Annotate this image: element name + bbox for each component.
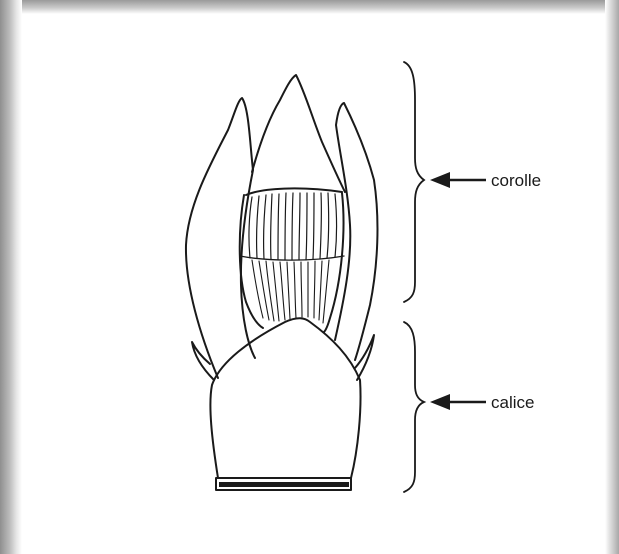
frame-shadow-left — [0, 0, 22, 554]
center-petal — [252, 75, 345, 192]
left-petal — [186, 98, 255, 378]
calyx-label: calice — [491, 393, 534, 412]
corolla-arrow — [430, 172, 486, 188]
diagram-canvas: corolle calice — [22, 14, 605, 554]
corolla-label: corolle — [491, 171, 541, 190]
corolla-upper-pleats — [249, 193, 337, 260]
calyx-bracket — [404, 322, 424, 492]
calyx-arrow — [430, 394, 486, 410]
frame-shadow-top — [0, 0, 619, 14]
right-petal — [335, 103, 377, 360]
flower-diagram: corolle calice — [22, 14, 605, 554]
frame-shadow-right — [605, 0, 619, 554]
calyx-base-band — [219, 482, 349, 487]
corolla-lower-pleats — [252, 260, 329, 323]
corolla-bracket — [404, 62, 424, 302]
calyx — [210, 318, 360, 478]
